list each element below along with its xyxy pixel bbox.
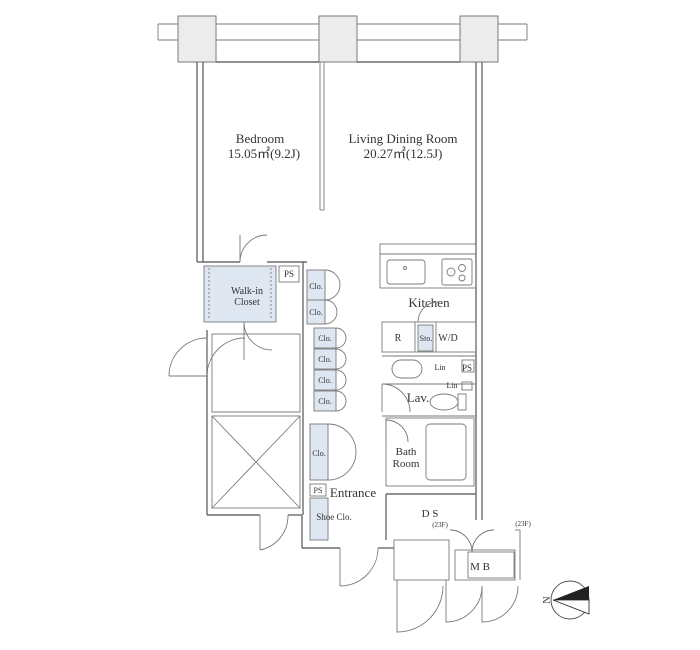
bedroom-label: Bedroom: [236, 131, 284, 146]
entrance-front-door[interactable]: [339, 547, 379, 587]
void-area: [211, 333, 301, 509]
living-area: 20.27㎡(12.5J): [364, 146, 443, 161]
closet-bedroom-2: [306, 299, 326, 325]
kitchen-label: Kitchen: [408, 295, 450, 310]
ps-label-lav: PS: [462, 363, 472, 373]
bedroom-closet-doors[interactable]: [324, 269, 341, 325]
clo-label-1: Clo.: [309, 282, 323, 291]
wd-door[interactable]: [417, 301, 439, 323]
ds-floor-label: (23F): [432, 521, 448, 529]
ps-label-entrance: PS: [314, 486, 323, 495]
lav-door[interactable]: [381, 383, 411, 413]
ds-mb-doors[interactable]: [396, 529, 519, 633]
entrance-label: Entrance: [330, 485, 376, 500]
shoe-closet: [309, 497, 329, 541]
lavatory-label: Lav.: [407, 390, 430, 405]
closet-hall-1: [313, 327, 337, 349]
mb-label: M B: [470, 561, 490, 573]
clo-label-2: Clo.: [309, 308, 323, 317]
clo-label-3: Clo.: [318, 334, 332, 343]
clo-label-7: Clo.: [312, 449, 326, 458]
clo-label-5: Clo.: [318, 376, 332, 385]
closet-hall-4: [313, 390, 337, 412]
walk-in-closet: [203, 265, 277, 323]
bathroom: [385, 417, 475, 487]
ps-shaft-bedroom: [278, 265, 300, 283]
structural-columns: [177, 15, 499, 63]
ps-shaft-entrance: [309, 483, 327, 497]
left-double-door[interactable]: [168, 337, 246, 377]
walkin-closet-rods: [208, 268, 272, 320]
lin-label-2: Lin: [446, 381, 457, 390]
appliance-row: [381, 321, 477, 353]
ps-label-bedroom: PS: [284, 269, 294, 279]
clo-label-4: Clo.: [318, 355, 332, 364]
closet-hall-2: [313, 348, 337, 370]
closet-entrance: [309, 423, 329, 481]
ds-mb-area: [385, 493, 521, 581]
refrigerator-label: R: [395, 333, 402, 344]
lavatory-area: [382, 355, 476, 417]
exterior-walls: [196, 61, 483, 549]
storage-label: Sto.: [420, 334, 433, 343]
entrance-closet-door[interactable]: [327, 423, 357, 481]
closet-hall-3: [313, 369, 337, 391]
hall-closet-doors[interactable]: [335, 327, 347, 412]
walkin-label-1: Walk-in: [231, 286, 263, 297]
bedroom-area: 15.05㎡(9.2J): [228, 146, 300, 161]
walkin-door[interactable]: [243, 321, 273, 360]
walkin-label-2: Closet: [234, 297, 260, 308]
compass: [550, 580, 590, 620]
bedroom-door[interactable]: [239, 234, 268, 263]
bath-door[interactable]: [385, 419, 409, 443]
lower-left-door[interactable]: [259, 514, 289, 551]
sliding-partition: [319, 62, 325, 211]
clo-label-6: Clo.: [318, 397, 332, 406]
bath-label-1: Bath: [396, 446, 417, 458]
washer-dryer-label: W/D: [438, 333, 457, 344]
kitchen-counter: [379, 243, 477, 289]
mb-floor-label: (23F): [515, 520, 531, 528]
ds-label: D S: [422, 508, 439, 520]
lin-label-1: Lin: [434, 363, 445, 372]
bath-label-2: Room: [393, 458, 420, 470]
shoe-closet-label: Shoe Clo.: [316, 512, 352, 522]
living-label: Living Dining Room: [348, 131, 457, 146]
compass-north-label: N: [542, 596, 553, 603]
